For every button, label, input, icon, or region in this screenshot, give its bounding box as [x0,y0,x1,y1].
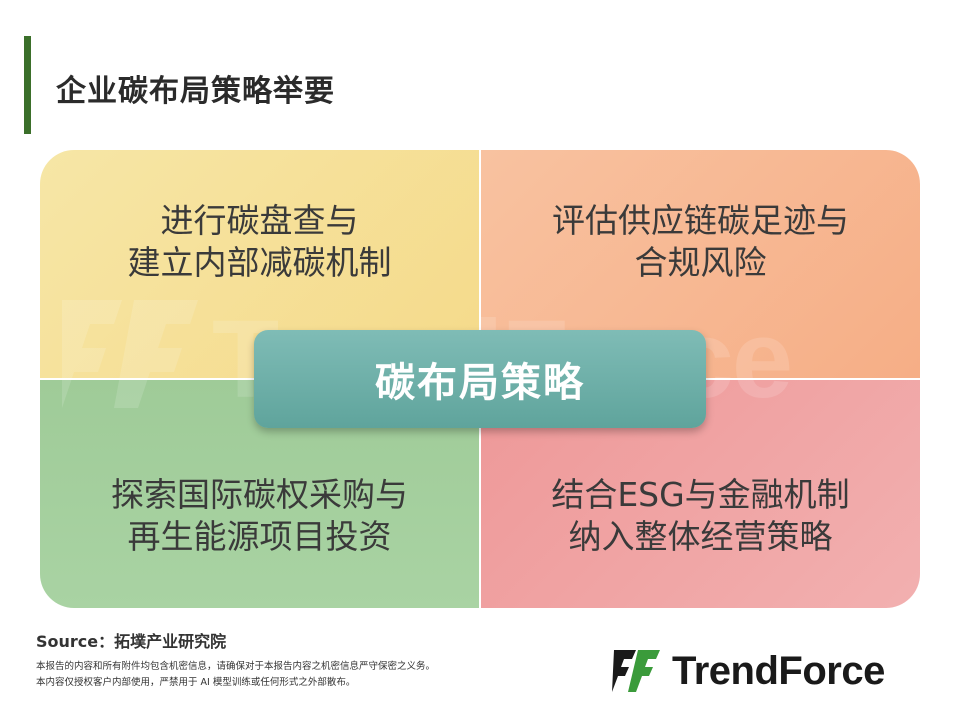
logo-text: TrendForce [672,649,885,693]
slide-title: 企业碳布局策略举要 [56,74,335,109]
quadrant-line: 探索国际碳权采购与 [111,475,408,514]
quadrant-text: 评估供应链碳足迹与 合规风险 [552,200,849,284]
quadrant-text: 探索国际碳权采购与 再生能源项目投资 [111,474,408,558]
quadrant-line: 结合ESG与金融机制 [551,475,850,514]
quadrant-line: 合规风险 [634,243,767,282]
source-note: Source：拓墣产业研究院 [36,632,227,651]
quadrant-line: 建立内部减碳机制 [127,243,392,282]
center-label: 碳布局策略 [375,360,585,406]
disclaimer-line: 本报告的内容和所有附件均包含机密信息，请确保对于本报告内容之机密信息严守保密之义… [36,661,436,672]
trendforce-logo: TrendForce [612,648,885,694]
quadrant-text: 结合ESG与金融机制 纳入整体经营策略 [551,474,849,558]
quadrant-text: 进行碳盘查与 建立内部减碳机制 [128,200,392,284]
quadrant-line: 进行碳盘查与 [160,201,359,240]
center-box: 碳布局策略 [254,330,706,428]
quadrant-line: 评估供应链碳足迹与 [552,201,849,240]
title-accent-bar [24,36,31,134]
disclaimer-line: 本内容仅授权客户内部使用，严禁用于 AI 模型训练或任何形式之外部散布。 [36,677,356,688]
quadrant-line: 纳入整体经营策略 [568,517,833,556]
trendforce-logo-icon [612,650,660,692]
quadrant-line: 再生能源项目投资 [127,517,392,556]
